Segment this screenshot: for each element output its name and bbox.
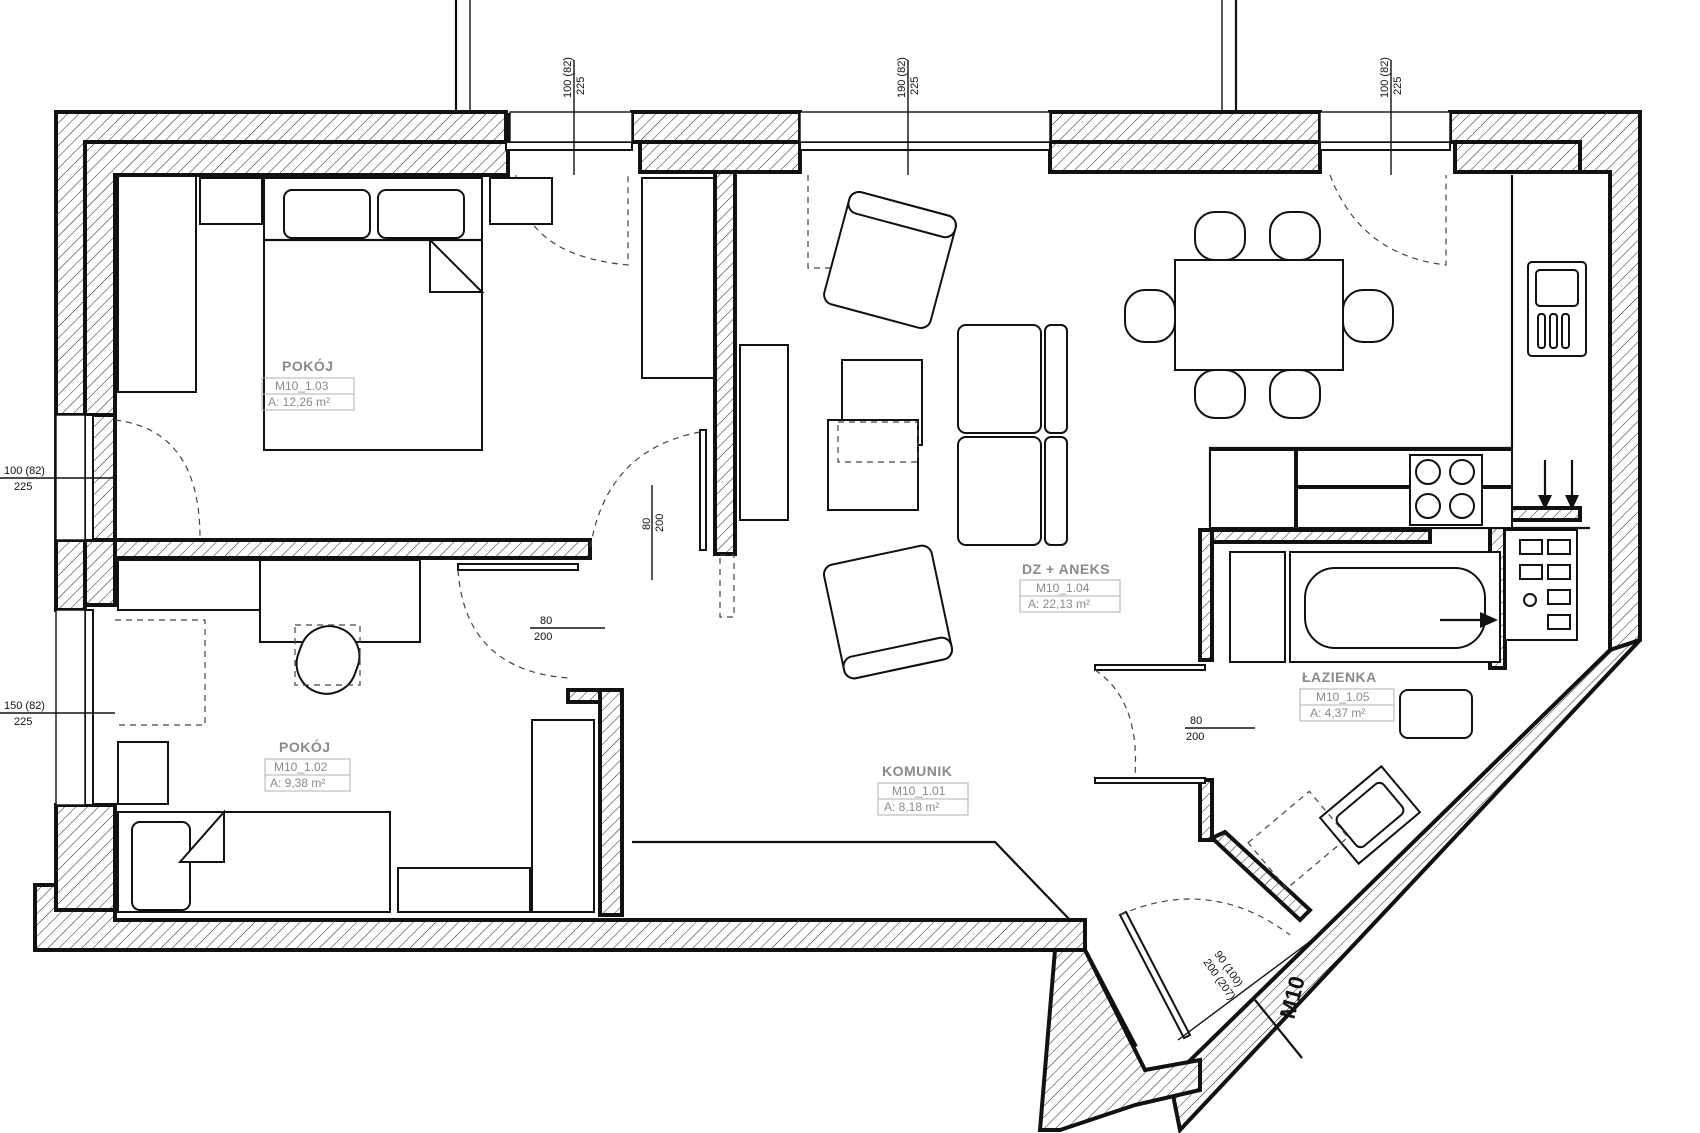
room-name: KOMUNIK [882,763,952,779]
dim-bottom: 200 [654,514,666,532]
dim-top: 80 [641,518,653,530]
room-name: ŁAZIENKA [1302,669,1377,685]
door-dimension-bedroom-large: 80 200 [641,485,666,580]
dim-bottom: 225 [575,77,587,95]
kitchen [1208,175,1590,530]
hall-outline [632,840,1071,921]
furniture-bedroom-small [117,559,595,913]
dim-bottom: 225 [14,481,32,493]
dim-bottom: 225 [1392,77,1404,95]
door-dimension-bathroom: 80 200 [1185,715,1255,743]
room-name: POKÓJ [282,357,334,374]
bathroom-fixtures [1229,529,1578,890]
dim-top: 150 (82) [4,700,45,712]
inner-walls [83,170,1582,923]
dim-top: 190 (82) [896,57,908,98]
room-area: A: 12,26 m² [268,395,330,409]
room-area: A: 8,18 m² [884,800,939,814]
room-id: M10_1.03 [275,379,329,393]
dim-bottom: 225 [14,716,32,728]
room-area: A: 4,37 m² [1310,706,1365,720]
door-dimension-bedroom-small: 80 200 [530,615,605,643]
dim-bottom: 200 [1186,731,1204,743]
room-label-bedroom-large: POKÓJ M10_1.03 A: 12,26 m² [261,357,355,411]
room-label-living: DZ + ANEKS M10_1.04 A: 22,13 m² [1019,561,1121,613]
room-id: M10_1.01 [892,784,946,798]
window-dimension-left-lower: 150 (82) 225 [0,700,115,728]
dim-top: 100 (82) [1379,57,1391,98]
room-area: A: 9,38 m² [270,776,325,790]
window-dimension-top-right: 100 (82) 225 [1379,57,1404,175]
room-label-bedroom-small: POKÓJ M10_1.02 A: 9,38 m² [264,738,351,792]
doors [457,429,1291,1040]
room-label-hall: KOMUNIK M10_1.01 A: 8,18 m² [877,763,969,816]
room-name: POKÓJ [279,738,331,755]
balcony-outline [454,0,1238,112]
window-dimension-top-left: 100 (82) 225 [562,57,587,175]
dim-top: 80 [1190,715,1202,727]
room-id: M10_1.02 [274,760,328,774]
window-dimension-left-upper: 100 (82) 225 [0,465,115,493]
dim-top: 80 [540,615,552,627]
room-id: M10_1.05 [1316,690,1370,704]
room-label-bathroom: ŁAZIENKA M10_1.05 A: 4,37 m² [1299,669,1395,722]
dim-top: 100 (82) [4,465,45,477]
room-area: A: 22,13 m² [1028,597,1090,611]
room-id: M10_1.04 [1036,581,1090,595]
windows [55,111,1451,806]
window-dimension-top-mid: 190 (82) 225 [896,57,921,175]
dim-bottom: 200 [534,631,552,643]
outer-walls [33,110,1642,1133]
dim-top: 100 (82) [562,57,574,98]
room-name: DZ + ANEKS [1022,561,1110,577]
furniture-living [739,190,1394,680]
dim-bottom: 225 [909,77,921,95]
furniture-bedroom-large [117,175,715,451]
